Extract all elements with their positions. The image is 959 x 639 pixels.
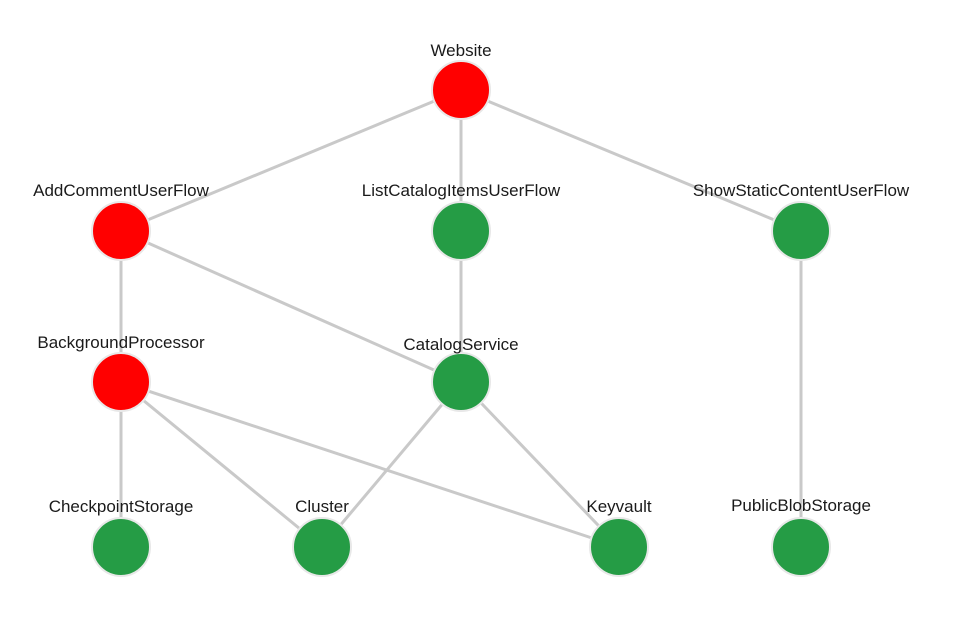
edge-background-to-keyvault bbox=[120, 380, 620, 549]
node-label-cluster: Cluster bbox=[295, 497, 349, 516]
node-catalog-service[interactable]: CatalogService bbox=[403, 335, 519, 412]
node-background[interactable]: BackgroundProcessor bbox=[37, 333, 205, 412]
edge-website-to-show-static bbox=[460, 88, 802, 233]
node-label-catalog-service: CatalogService bbox=[403, 335, 518, 354]
edge-website-to-add-comment bbox=[120, 88, 462, 233]
node-circle-website[interactable] bbox=[431, 60, 491, 120]
edges-layer bbox=[119, 88, 803, 549]
edge-add-comment-to-catalog-service bbox=[120, 229, 462, 384]
node-list-catalog[interactable]: ListCatalogItemsUserFlow bbox=[362, 181, 561, 261]
node-public-blob[interactable]: PublicBlobStorage bbox=[731, 496, 871, 577]
edge-catalog-service-to-keyvault bbox=[459, 380, 621, 549]
node-label-website: Website bbox=[430, 41, 491, 60]
node-circle-show-static[interactable] bbox=[771, 201, 831, 261]
node-circle-list-catalog[interactable] bbox=[431, 201, 491, 261]
edge-background-to-cluster bbox=[120, 380, 323, 549]
node-circle-background[interactable] bbox=[91, 352, 151, 412]
node-circle-keyvault[interactable] bbox=[589, 517, 649, 577]
edge-catalog-service-to-cluster bbox=[320, 381, 463, 548]
node-checkpoint[interactable]: CheckpointStorage bbox=[49, 497, 194, 577]
node-label-show-static: ShowStaticContentUserFlow bbox=[693, 181, 910, 200]
node-circle-catalog-service[interactable] bbox=[431, 352, 491, 412]
node-circle-cluster[interactable] bbox=[292, 517, 352, 577]
node-label-checkpoint: CheckpointStorage bbox=[49, 497, 194, 516]
node-label-list-catalog: ListCatalogItemsUserFlow bbox=[362, 181, 561, 200]
node-label-background: BackgroundProcessor bbox=[37, 333, 205, 352]
node-label-public-blob: PublicBlobStorage bbox=[731, 496, 871, 515]
node-circle-public-blob[interactable] bbox=[771, 517, 831, 577]
node-website[interactable]: Website bbox=[430, 41, 492, 120]
node-circle-add-comment[interactable] bbox=[91, 201, 151, 261]
node-label-keyvault: Keyvault bbox=[586, 497, 651, 516]
node-show-static[interactable]: ShowStaticContentUserFlow bbox=[693, 181, 910, 261]
node-circle-checkpoint[interactable] bbox=[91, 517, 151, 577]
node-cluster[interactable]: Cluster bbox=[292, 497, 352, 577]
node-keyvault[interactable]: Keyvault bbox=[586, 497, 652, 577]
node-label-add-comment: AddCommentUserFlow bbox=[33, 181, 209, 200]
node-add-comment[interactable]: AddCommentUserFlow bbox=[33, 181, 210, 261]
